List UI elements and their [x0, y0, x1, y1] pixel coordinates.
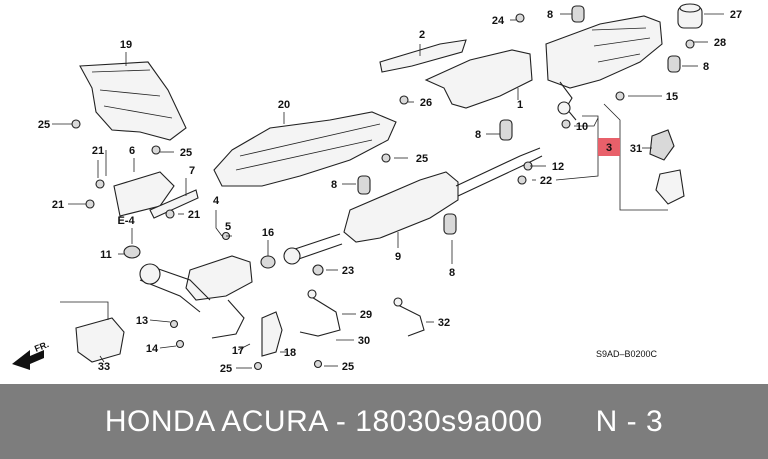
- part-heat-shield-19: [79, 61, 187, 141]
- callout-2: 2: [419, 29, 425, 41]
- callout-25-e: 25: [220, 363, 232, 375]
- callout-10: 10: [576, 121, 588, 133]
- part-catalytic-converter-4: [139, 255, 253, 313]
- part-heat-shield-6: [113, 171, 175, 217]
- callout-30: 30: [358, 335, 370, 347]
- callout-25-b: 25: [180, 147, 192, 159]
- exhaust-parts-diagram: FR. 19 25 25 20 25 8 2 26 1 8 24 8 27 28…: [12, 3, 743, 375]
- callout-17: 17: [232, 345, 244, 357]
- callout-11: 11: [100, 249, 112, 261]
- part-tail-pipe-finisher-27: [677, 3, 703, 29]
- part-gasket-16: [260, 255, 276, 269]
- callout-25-a: 25: [38, 119, 50, 131]
- part-muffler: [545, 15, 663, 121]
- part-o2-sensor-17: [211, 299, 245, 339]
- callout-21-c: 21: [52, 199, 64, 211]
- callout-8-e: 8: [449, 267, 455, 279]
- callout-19: 19: [120, 39, 132, 51]
- callout-1: 1: [517, 99, 523, 111]
- callout-13: 13: [136, 315, 148, 327]
- callout-7: 7: [189, 165, 195, 177]
- callout-25-c: 25: [416, 153, 428, 165]
- callout-21-b: 21: [188, 209, 200, 221]
- callout-14: 14: [146, 343, 159, 355]
- callout-16: 16: [262, 227, 274, 239]
- callout-8-a: 8: [331, 179, 337, 191]
- part-o2-sensor-32: [393, 297, 425, 337]
- callout-29: 29: [360, 309, 372, 321]
- part-number-caption: HONDA ACURA - 18030s9a000 N - 3: [104, 404, 664, 438]
- callout-8-d: 8: [703, 61, 709, 73]
- front-direction-arrow: FR.: [12, 339, 50, 370]
- callout-e4: E-4: [117, 215, 135, 227]
- callout-3: 3: [606, 142, 612, 154]
- part-rubber-mount-31: [649, 129, 685, 205]
- callout-22: 22: [540, 175, 552, 187]
- callout-28: 28: [714, 37, 726, 49]
- callout-5: 5: [225, 221, 231, 233]
- callout-20: 20: [278, 99, 290, 111]
- part-o2-sensor-29: [299, 289, 341, 337]
- callout-4: 4: [213, 195, 220, 207]
- callout-12: 12: [552, 161, 564, 173]
- part-heat-shield-1: [424, 49, 533, 109]
- callout-18: 18: [284, 347, 296, 359]
- callout-33: 33: [98, 361, 110, 373]
- callout-8-b: 8: [475, 129, 481, 141]
- part-heat-shield-20: [213, 111, 397, 187]
- diagram-code: S9AD–B0200C: [596, 349, 658, 359]
- part-center-pipe-9: [283, 147, 543, 265]
- footer-bar: HONDA ACURA - 18030s9a000 N - 3: [0, 384, 768, 459]
- callout-25-d: 25: [342, 361, 354, 373]
- callout-32: 32: [438, 317, 450, 329]
- callout-8-c: 8: [547, 9, 553, 21]
- part-heat-shield-2: [379, 39, 467, 73]
- callout-9: 9: [395, 251, 401, 263]
- part-gasket-11: [123, 245, 141, 259]
- callout-15: 15: [666, 91, 678, 103]
- highlight-box-part-3: [598, 138, 620, 156]
- callout-23: 23: [342, 265, 354, 277]
- part-bracket-33: [75, 317, 125, 363]
- part-bracket-7: [149, 189, 199, 219]
- callout-31: 31: [630, 143, 642, 155]
- front-direction-label: FR.: [33, 339, 50, 354]
- callout-27: 27: [730, 9, 742, 21]
- part-bracket-18: [261, 311, 283, 357]
- callout-6: 6: [129, 145, 135, 157]
- callout-24: 24: [492, 15, 505, 27]
- callout-26: 26: [420, 97, 432, 109]
- callout-21-a: 21: [92, 145, 104, 157]
